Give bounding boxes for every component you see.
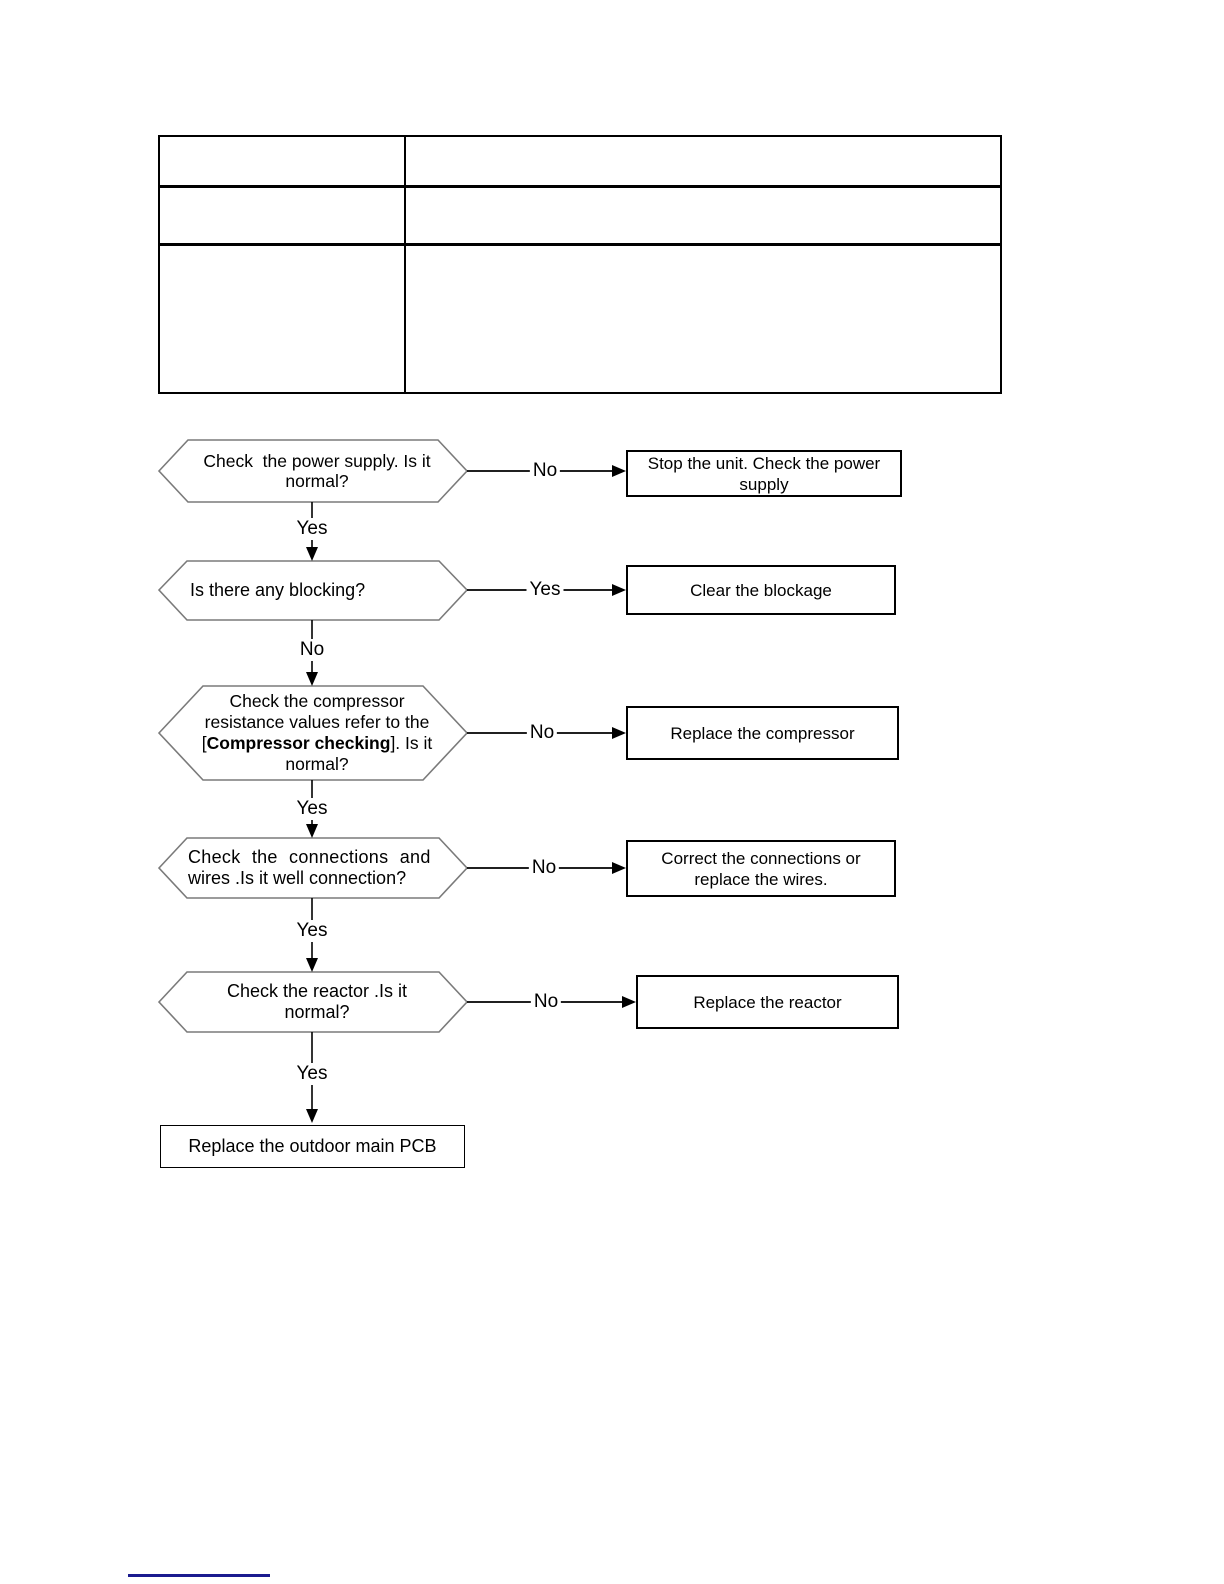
arrowhead-down-icon (306, 824, 318, 838)
action-line: Correct the connections or (661, 848, 861, 868)
table-cell (406, 137, 1000, 188)
table-cell (160, 188, 406, 246)
question-line: Check the connections and (188, 846, 431, 867)
question-line: Check the compressor (229, 691, 405, 711)
final-action-label: Replace the outdoor main PCB (188, 1136, 437, 1156)
bracket-close: ]. Is it (390, 733, 433, 753)
arrowhead-right-icon (612, 862, 626, 874)
decision-question: Is there any blocking? (190, 561, 467, 620)
branch-label: Yes (526, 579, 564, 601)
action-box: Clear the blockage (626, 565, 896, 615)
table-cell (160, 137, 406, 188)
arrowhead-down-icon (306, 547, 318, 561)
arrowhead-down-icon (306, 1109, 318, 1123)
continue-label: Yes (293, 798, 331, 820)
info-table (158, 135, 1002, 394)
question-line: normal? (285, 471, 349, 491)
action-line: supply (739, 474, 789, 494)
bold-reference: Compressor checking (206, 733, 391, 753)
action-line: Clear the blockage (690, 580, 832, 600)
arrowhead-right-icon (612, 727, 626, 739)
arrowhead-down-icon (306, 958, 318, 972)
decision-question: Check the connections and wires .Is it w… (188, 838, 460, 898)
action-line: Replace the reactor (693, 992, 842, 1012)
action-line: Stop the unit. Check the power (647, 453, 881, 473)
footer-divider (128, 1574, 270, 1577)
action-line: Replace the compressor (670, 723, 855, 743)
table-cell (406, 246, 1000, 392)
continue-label: No (296, 639, 328, 661)
branch-label: No (529, 460, 561, 482)
question-line: Check the reactor .Is it (226, 981, 408, 1001)
action-box: Replace the compressor (626, 706, 899, 760)
decision-question: Check the reactor .Is it normal? (175, 972, 459, 1032)
decision-question: Check the power supply. Is it normal? (185, 440, 449, 502)
decision-question: Check the compressor resistance values r… (175, 686, 459, 780)
branch-label: No (526, 722, 558, 744)
final-action-box: Replace the outdoor main PCB (160, 1125, 465, 1168)
question-line: normal? (285, 754, 349, 774)
action-box: Correct the connections or replace the w… (626, 840, 896, 897)
continue-label: Yes (293, 518, 331, 540)
branch-label: No (530, 991, 562, 1013)
arrowhead-right-icon (612, 465, 626, 477)
question-line-bracketed: [Compressor checking]. Is it (175, 733, 459, 754)
table-cell (406, 188, 1000, 246)
action-box: Stop the unit. Check the power supply (626, 450, 902, 497)
action-box: Replace the reactor (636, 975, 899, 1029)
arrowhead-down-icon (306, 672, 318, 686)
arrowhead-right-icon (612, 584, 626, 596)
question-line: wires .Is it well connection? (188, 868, 407, 888)
question-line: Check the power supply. Is it (203, 450, 431, 471)
branch-label: No (528, 857, 560, 879)
arrowhead-right-icon (622, 996, 636, 1008)
question-line: normal? (284, 1002, 350, 1022)
action-line: replace the wires. (694, 869, 828, 889)
question-line: resistance values refer to the (204, 712, 430, 732)
table-cell (160, 246, 406, 392)
bracket-open: [ (201, 733, 207, 753)
question-line: Is there any blocking? (190, 580, 366, 601)
continue-label: Yes (293, 1063, 331, 1085)
continue-label: Yes (293, 920, 331, 942)
